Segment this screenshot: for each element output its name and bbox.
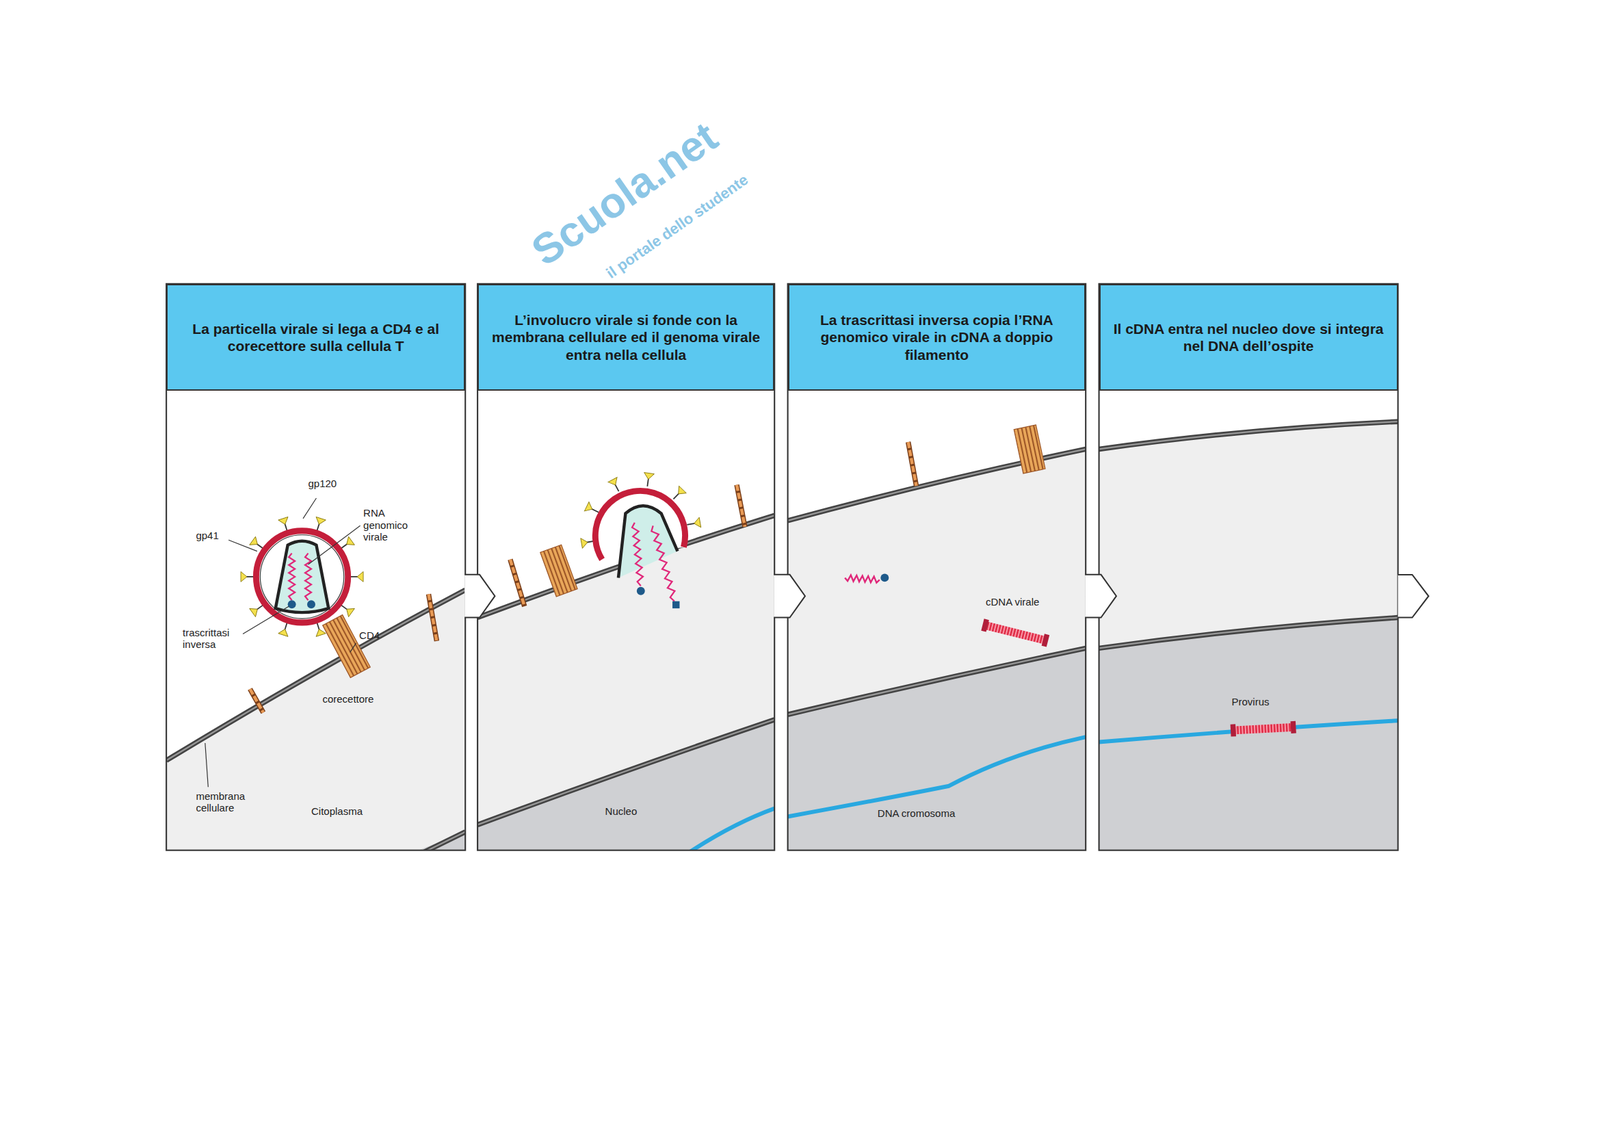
- panel-scene: [1099, 421, 1399, 851]
- step-header: L’involucro virale si fonde con la membr…: [477, 283, 775, 392]
- cd4-receptor: [428, 593, 438, 641]
- part-label: gp120: [307, 477, 337, 490]
- step-title: L’involucro virale si fonde con la membr…: [491, 311, 761, 364]
- cd4-receptor: [249, 688, 263, 713]
- part-label: Provirus: [1231, 695, 1269, 708]
- step-arrow: [773, 574, 806, 618]
- panel-scene: [477, 472, 775, 851]
- part-label: membrana cellulare: [195, 790, 258, 815]
- step-title: Il cDNA entra nel nucleo dove si integra…: [1112, 320, 1385, 355]
- step-arrow: [1398, 574, 1429, 618]
- part-label: RNA genomico virale: [363, 506, 431, 543]
- step-header: La trascrittasi inversa copia l’RNA geno…: [788, 283, 1087, 392]
- cd4-receptor: [510, 559, 525, 607]
- part-label: corecettore: [322, 692, 374, 705]
- step-panel: Il cDNA entra nel nucleo dove si integra…: [1099, 283, 1399, 851]
- panel-scene: [788, 424, 1087, 851]
- cd4-receptor: [736, 484, 745, 527]
- step-panel: L’involucro virale si fonde con la membr…: [477, 283, 775, 851]
- step-header: Il cDNA entra nel nucleo dove si integra…: [1099, 283, 1399, 392]
- step-panel: La trascrittasi inversa copia l’RNA geno…: [788, 283, 1087, 851]
- part-label: CD4: [359, 629, 380, 641]
- panel-outline: [166, 283, 1398, 851]
- step-header: La particella virale si lega a CD4 e al …: [166, 283, 466, 392]
- leader-line: [205, 497, 361, 787]
- panel-scene: [166, 516, 466, 850]
- step-title: La particella virale si lega a CD4 e al …: [179, 320, 452, 355]
- region-label: Citoplasma: [311, 805, 363, 817]
- watermark: il portale dello studente: [603, 171, 752, 282]
- step-panel: La particella virale si lega a CD4 e al …: [166, 283, 466, 851]
- part-label: cDNA virale: [985, 595, 1040, 608]
- step-arrow: [1084, 574, 1117, 618]
- watermark: Scuola.net: [522, 112, 727, 275]
- step-title: La trascrittasi inversa copia l’RNA geno…: [801, 311, 1073, 364]
- part-label: trascrittasi inversa: [182, 626, 234, 651]
- cd4-receptor: [908, 441, 917, 486]
- region-label: DNA cromosoma: [877, 807, 955, 819]
- region-label: Nucleo: [605, 805, 638, 817]
- part-label: gp41: [195, 529, 219, 542]
- step-arrow: [464, 574, 495, 618]
- virus-particle: [580, 472, 702, 609]
